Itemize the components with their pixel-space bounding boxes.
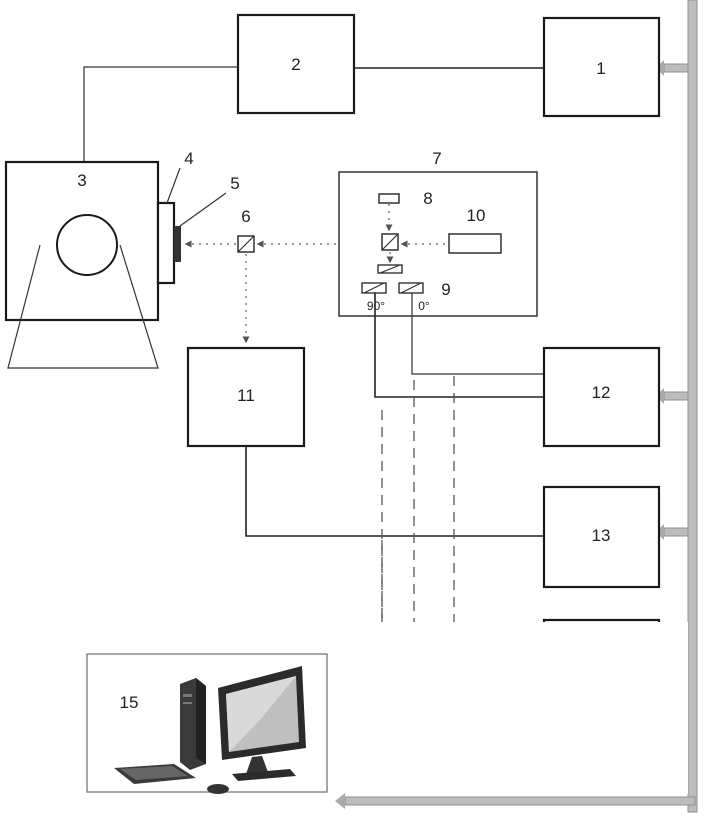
- block-11-label: 11: [237, 386, 255, 405]
- block-2-label: 2: [291, 55, 300, 74]
- wire-90-to-12: [374, 293, 544, 398]
- wire-0-to-12: [411, 293, 544, 375]
- block-12: 12: [542, 346, 661, 448]
- block-7-optics: 7 8 10 9 90° 0°: [338, 149, 538, 317]
- bottom-bus: [344, 796, 696, 806]
- wire-11-to-13: [245, 446, 544, 537]
- system-bus: [687, 0, 698, 813]
- block-3-device: 3: [4, 160, 160, 369]
- block-14-partial: [542, 618, 661, 622]
- block-4-label: 4: [184, 149, 193, 168]
- block-15-computer: 15: [86, 653, 328, 794]
- bus-arrows: [656, 60, 689, 540]
- blank-region: [346, 622, 688, 794]
- block-8-label: 8: [423, 189, 432, 208]
- block-2: 2: [236, 13, 356, 115]
- block-13-label: 13: [592, 526, 611, 545]
- pc-tower-icon: [180, 678, 206, 770]
- block-11: 11: [186, 346, 306, 448]
- element-10: [448, 233, 502, 254]
- angle-0-label: 0°: [418, 299, 430, 313]
- element-8: [378, 193, 400, 204]
- block-6-label: 6: [241, 207, 250, 226]
- bottom-bus-arrow: [335, 793, 345, 809]
- block-15-label: 15: [120, 693, 139, 712]
- angle-90-label: 90°: [367, 299, 385, 313]
- block-3-label: 3: [77, 171, 86, 190]
- block-5-sample: 5: [174, 174, 240, 262]
- block-13: 13: [542, 485, 661, 589]
- block-1: 1: [542, 16, 661, 118]
- monitor-icon: [218, 666, 306, 781]
- block-12-label: 12: [592, 383, 611, 402]
- dashed-lines: [381, 376, 455, 622]
- mouse-icon: [207, 784, 229, 794]
- block-1-label: 1: [596, 59, 605, 78]
- beam-splitter-6: 6: [237, 207, 255, 253]
- keyboard-icon: [114, 764, 196, 784]
- block-5-label: 5: [230, 174, 239, 193]
- wire-3-2: [83, 66, 238, 162]
- block-4-window: 4: [156, 149, 194, 285]
- block-10-label: 10: [467, 206, 486, 225]
- block-7-label: 7: [432, 149, 441, 168]
- block-9-label: 9: [441, 280, 450, 299]
